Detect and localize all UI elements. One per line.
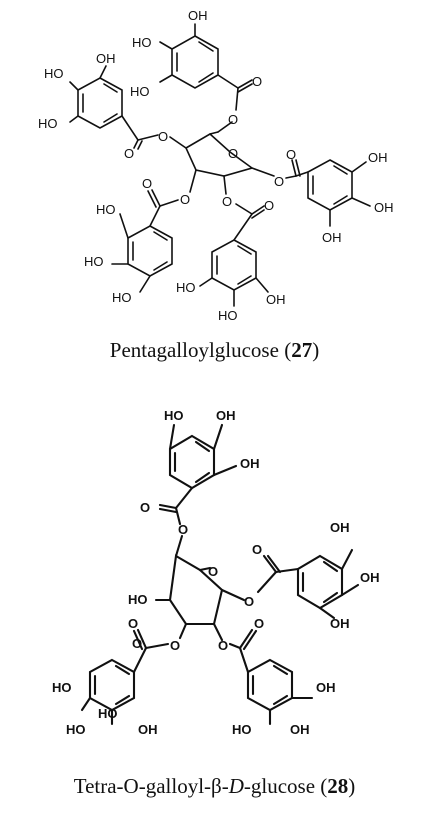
atom-label: O [180,192,190,207]
atom-label: O [252,74,262,89]
atom-label: O [274,174,284,189]
atom-label: HO [66,722,86,737]
atom-label: HO [232,722,252,737]
atom-label: HO [96,202,116,217]
caption-compound-28: Tetra-O-galloyl-β-D-glucose (28) [73,774,356,798]
pentagalloylglucose-structure: OH HO OH HO HO HO O O O O O O O O O O O … [38,8,394,323]
atom-label: O [286,147,296,162]
atom-label: HO [52,680,72,695]
atom-label: OH [138,722,158,737]
compound-number: 27 [291,338,313,362]
atom-label: OH [96,51,116,66]
atom-label: O [124,146,134,161]
atom-label: O [228,146,238,161]
atom-label: O [132,636,142,651]
atom-label: O [178,522,188,537]
atom-label: O [228,112,238,127]
atom-label: HO [38,116,58,131]
atom-label: OH [368,150,388,165]
atom-label: OH [330,616,350,631]
atom-label: HO [112,290,132,305]
atom-label: HO [128,592,148,607]
atom-label: OH [374,200,394,215]
compound-number: 28 [327,774,349,798]
atom-label: O [264,198,274,213]
atom-label: OH [322,230,342,245]
atom-label: O [142,176,152,191]
compound-name-italic: D [228,774,244,798]
atom-label: HO [218,308,238,323]
atom-label: HO [164,408,184,423]
atom-label: O [218,638,228,653]
atom-label: O [254,616,264,631]
atom-label: OH [188,8,208,23]
atom-label: O [244,594,254,609]
compound-name-suffix: -glucose [243,774,316,798]
atom-label: O [128,616,138,631]
compound-name: Pentagalloylglucose [109,338,279,362]
atom-label: OH [360,570,380,585]
tetragalloylglucose-structure: HO OH OH O O O OH HO O O OH O O O OH O O… [52,408,380,737]
atom-label: HO [176,280,196,295]
atom-label: OH [216,408,236,423]
atom-label: HO [44,66,64,81]
atom-label: HO [98,706,118,721]
atom-label: O [222,194,232,209]
atom-label: HO [84,254,104,269]
atom-label: HO [130,84,150,99]
atom-label: OH [316,680,336,695]
compound-name-prefix: Tetra-O-galloyl-β- [73,774,229,798]
atom-label: O [252,542,262,557]
atom-label: O [170,638,180,653]
atom-label: OH [240,456,260,471]
caption-compound-27: Pentagalloylglucose (27) [109,338,320,362]
atom-label: OH [290,722,310,737]
atom-label: O [208,564,218,579]
atom-label: OH [330,520,350,535]
atom-label: HO [132,35,152,50]
atom-label: O [140,500,150,515]
atom-label: OH [266,292,286,307]
atom-label: O [158,129,168,144]
